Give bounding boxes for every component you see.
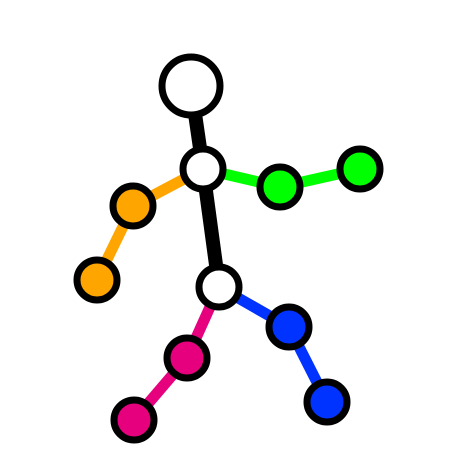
joint-left-elbow bbox=[109, 182, 157, 230]
joints-layer bbox=[73, 53, 384, 444]
joint-pelvis bbox=[195, 263, 243, 311]
joint-left-knee bbox=[163, 334, 211, 382]
joint-neck bbox=[179, 145, 227, 193]
joint-right-elbow bbox=[256, 163, 304, 211]
joint-left-foot bbox=[110, 396, 158, 444]
limbs-layer bbox=[92, 84, 362, 424]
joint-left-hand bbox=[73, 256, 121, 304]
joint-right-hand bbox=[336, 145, 384, 193]
joint-right-knee bbox=[265, 303, 313, 351]
joint-head bbox=[158, 53, 224, 119]
joint-right-foot bbox=[303, 378, 351, 426]
